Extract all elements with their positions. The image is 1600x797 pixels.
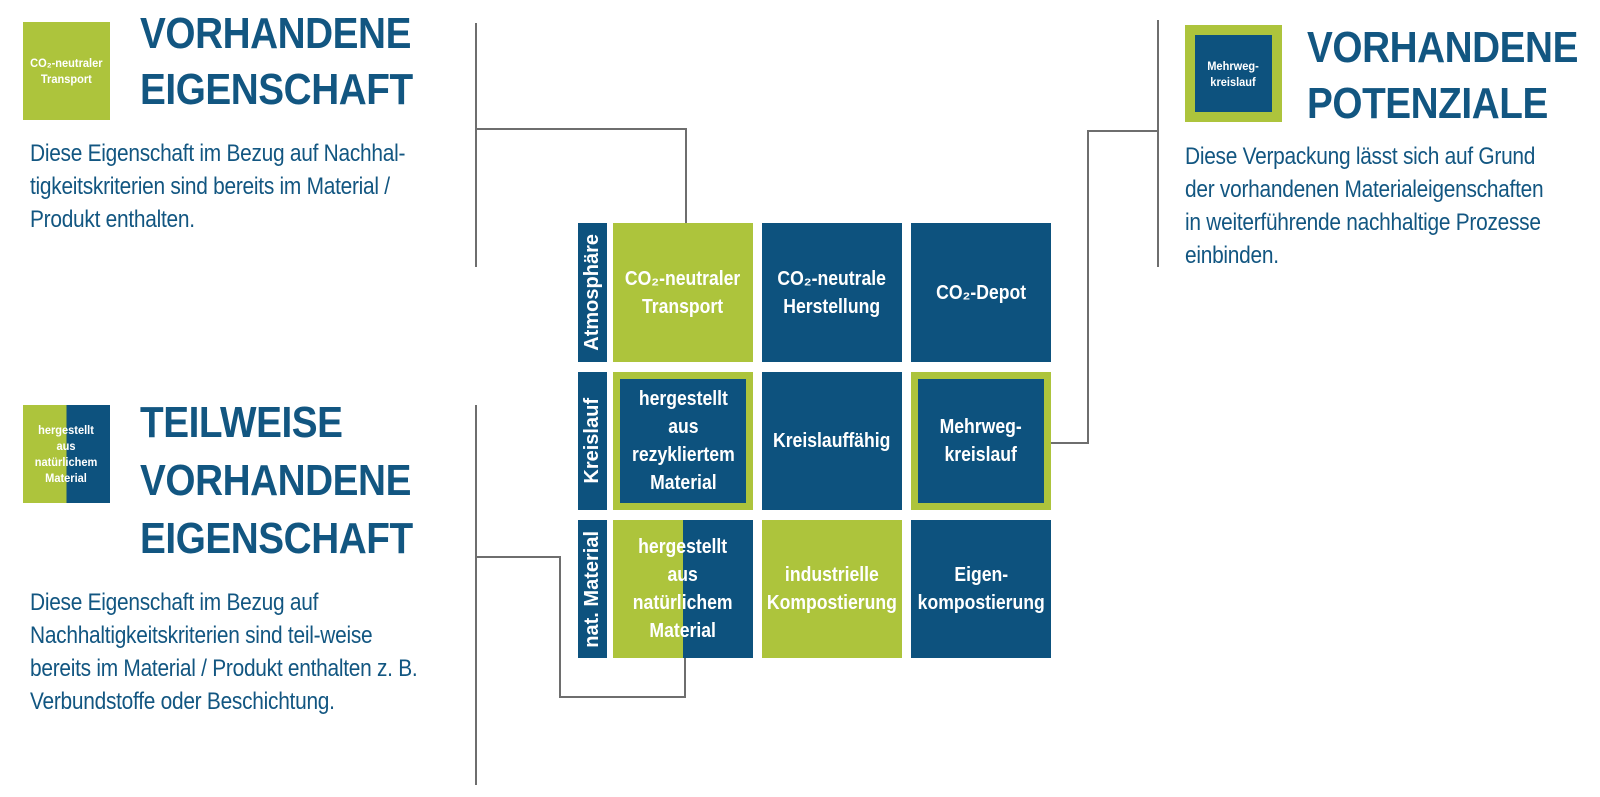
legend-swatch-existing-property: CO₂-neutraler Transport xyxy=(23,22,110,120)
legend-swatch-existing-property-label: CO₂-neutraler Transport xyxy=(30,56,103,86)
connector-partial-horizontal-1 xyxy=(475,556,561,558)
connector-partial-vertical-bar xyxy=(475,405,477,785)
legend-swatch-potentials: Mehrweg- kreislauf xyxy=(1185,25,1282,122)
cell-kreislauffaehig: Kreislauffähig xyxy=(762,372,902,510)
cell-co2-neutrale-herstellung: CO₂-neutrale Herstellung xyxy=(762,223,902,362)
cell-industrielle-kompostierung-text: industrielle Kompostierung xyxy=(766,564,898,614)
cell-hergestellt-aus-rezykliertem-material-text: hergestellt aus rezykliertem Material xyxy=(631,388,735,494)
partial-property-title-line1: TEILWEISE xyxy=(140,398,343,447)
row-label-atmosphaere-text: Atmosphäre xyxy=(581,234,603,351)
row-label-nat-material: nat. Material xyxy=(578,520,607,658)
partial-property-title-line3: EIGENSCHAFT xyxy=(140,514,413,563)
connector-potentials-drop xyxy=(1087,130,1089,444)
potentials-title-line1: VORHANDENE xyxy=(1307,23,1578,72)
existing-property-description: Diese Eigenschaft im Bezug auf Nachhal- … xyxy=(30,140,406,233)
cell-co2-neutraler-transport-text: CO₂-neutraler Transport xyxy=(625,267,741,318)
row-label-atmosphaere: Atmosphäre xyxy=(578,223,607,362)
cell-mehrweg-kreislauf-text: Mehrweg- kreislauf xyxy=(939,416,1023,466)
row-label-kreislauf: Kreislauf xyxy=(578,372,607,510)
existing-property-title-line1: VORHANDENE xyxy=(140,9,411,58)
cell-co2-neutraler-transport: CO₂-neutraler Transport xyxy=(613,223,753,362)
connector-potentials-vertical-bar xyxy=(1157,20,1159,267)
connector-partial-horizontal-2 xyxy=(559,696,686,698)
connector-existing-vertical-bar xyxy=(475,23,477,267)
existing-property-title: VORHANDENE EIGENSCHAFT xyxy=(140,6,413,118)
connector-existing-drop xyxy=(685,128,687,224)
legend-swatch-potentials-label: Mehrweg- kreislauf xyxy=(1207,58,1260,89)
legend-swatch-partial-property-label: hergestellt aus natürlichem Material xyxy=(35,423,98,485)
connector-partial-drop-1 xyxy=(559,556,561,698)
cell-kreislauffaehig-text: Kreislauffähig xyxy=(773,430,891,452)
connector-existing-horizontal xyxy=(475,128,687,130)
cell-hergestellt-aus-rezykliertem-material: hergestellt aus rezykliertem Material xyxy=(613,372,753,510)
cell-eigenkompostierung: Eigen- kompostierung xyxy=(911,520,1051,658)
cell-industrielle-kompostierung: industrielle Kompostierung xyxy=(762,520,902,658)
row-label-nat-material-text: nat. Material xyxy=(581,530,603,648)
legend-swatch-partial-property: hergestellt aus natürlichem Material xyxy=(23,405,110,503)
connector-partial-drop-2 xyxy=(684,658,686,698)
cell-co2-neutrale-herstellung-text: CO₂-neutrale Herstellung xyxy=(777,267,887,318)
connector-potentials-horizontal-2 xyxy=(1049,442,1089,444)
cell-hergestellt-aus-natuerlichem-material: hergestellt aus natürlichem Material xyxy=(613,520,753,658)
cell-eigenkompostierung-text: Eigen- kompostierung xyxy=(917,564,1045,614)
cell-mehrweg-kreislauf: Mehrweg- kreislauf xyxy=(911,372,1051,510)
potentials-title-line2: POTENZIALE xyxy=(1307,79,1548,128)
cell-hergestellt-aus-natuerlichem-material-text: hergestellt aus natürlichem Material xyxy=(633,536,733,642)
existing-property-title-line2: EIGENSCHAFT xyxy=(140,65,413,114)
cell-co2-depot: CO₂-Depot xyxy=(911,223,1051,362)
potentials-description: Diese Verpackung lässt sich auf Grund de… xyxy=(1185,143,1544,269)
partial-property-description: Diese Eigenschaft im Bezug auf Nachhalti… xyxy=(30,589,418,715)
partial-property-title: TEILWEISE VORHANDENE EIGENSCHAFT xyxy=(140,394,413,568)
partial-property-title-line2: VORHANDENE xyxy=(140,456,411,505)
row-label-kreislauf-text: Kreislauf xyxy=(581,398,603,484)
potentials-title: VORHANDENE POTENZIALE xyxy=(1307,20,1578,132)
connector-potentials-horizontal-1 xyxy=(1088,130,1158,132)
cell-co2-depot-text: CO₂-Depot xyxy=(936,281,1026,304)
